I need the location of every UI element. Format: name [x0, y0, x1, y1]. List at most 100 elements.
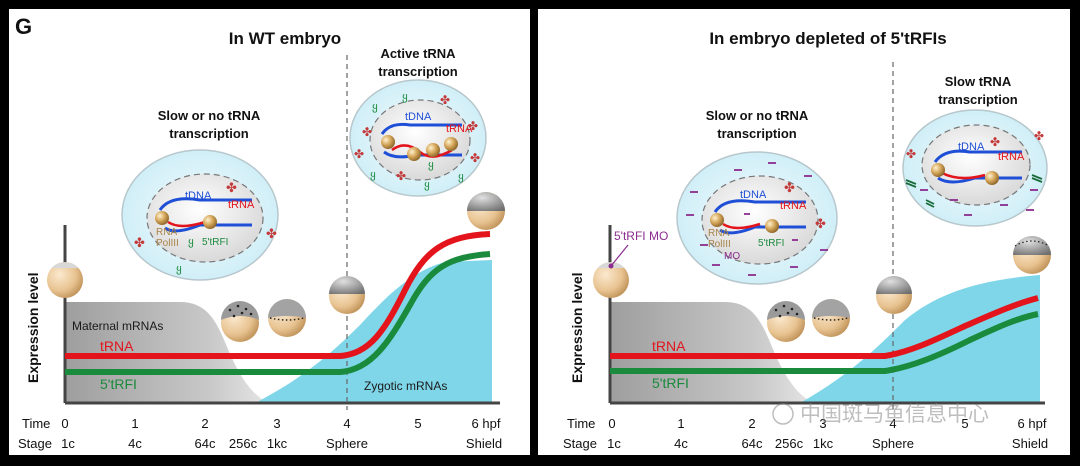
left-cell-caption-line1: Slow or no tRNA — [706, 108, 809, 123]
clover-icon: ✤ — [784, 180, 795, 195]
tdna-label: tDNA — [185, 190, 212, 202]
stage-tick: Shield — [1012, 436, 1048, 451]
clover-icon: ✤ — [1034, 129, 1044, 143]
stage-ticks: 1c 4c 64c 256c 1kc Sphere Shield — [607, 436, 1048, 451]
polIII-label: PolIII — [156, 238, 179, 249]
left-cell-caption-line2: transcription — [717, 126, 797, 141]
clover-icon: ✤ — [470, 151, 480, 165]
watermark: 中国斑马鱼信息中心 — [772, 403, 989, 426]
trna-label: tRNA — [446, 123, 473, 135]
right-cell-caption-line1: Slow tRNA — [945, 74, 1012, 89]
fragment-icon: ყ — [188, 236, 194, 248]
time-tick: 3 — [819, 416, 826, 431]
stage-ticks: 1c 4c 64c 256c 1kc Sphere Shield — [61, 436, 502, 451]
fragment-icon: ყ — [458, 171, 464, 183]
trna-strand — [722, 222, 761, 230]
embryo-shield — [467, 192, 505, 230]
stage-tick: Sphere — [326, 436, 368, 451]
maternal-mrna-area — [65, 302, 270, 403]
polIII-bead — [407, 147, 421, 161]
tRFI-mo-duplex — [905, 174, 1043, 208]
clover-icon: ✤ — [815, 216, 826, 231]
panel-depleted: In embryo depleted of 5'tRFIs Expression… — [563, 29, 1051, 451]
left-cell-caption-line2: transcription — [169, 126, 249, 141]
fragment-icon: ყ — [428, 159, 434, 171]
figure-label: G — [15, 14, 32, 39]
clover-icon: ✤ — [468, 119, 478, 133]
trna-strand — [167, 220, 206, 228]
clover-icon: ✤ — [134, 235, 145, 250]
stage-tick: 4c — [128, 436, 142, 451]
stage-row-label: Stage — [18, 436, 52, 451]
stage-tick: 1c — [607, 436, 621, 451]
maternal-mrna-area — [610, 302, 815, 403]
fragment-icon: ყ — [402, 91, 408, 103]
trna-line-label: tRNA — [652, 338, 686, 354]
tdna-strand — [158, 197, 252, 211]
right-cell-caption-line2: transcription — [378, 64, 458, 79]
time-tick: 2 — [201, 416, 208, 431]
y-axis-label: Expression level — [25, 272, 41, 383]
tRFI-line-label: 5'tRFI — [652, 375, 689, 391]
clover-icon: ✤ — [906, 147, 916, 161]
time-tick: 2 — [748, 416, 755, 431]
fragment-icon: ყ — [424, 179, 430, 191]
right-cell-caption-line2: transcription — [938, 92, 1018, 107]
tRFI-label: 5'tRFI — [758, 238, 784, 249]
embryo-64c — [767, 301, 805, 342]
embryo-sphere — [876, 276, 912, 314]
cell-slow-transcription-mo: tDNA tRNA RNA PolIII 5'tRFI MO ✤ ✤ — [676, 151, 838, 285]
time-tick: 5 — [961, 416, 968, 431]
time-tick: 0 — [61, 416, 68, 431]
mo-dashes — [920, 189, 1038, 216]
stage-tick: Sphere — [872, 436, 914, 451]
embryo-late — [1013, 236, 1051, 274]
clover-icon: ✤ — [362, 125, 372, 139]
time-tick: 3 — [273, 416, 280, 431]
trna-curve — [610, 295, 1039, 359]
tdna-label: tDNA — [405, 111, 432, 123]
trna-curve — [65, 231, 491, 359]
tdna-strand — [933, 149, 1022, 163]
polIII-bead — [444, 137, 458, 151]
polIII-label: PolIII — [708, 239, 731, 250]
stage-tick: Shield — [466, 436, 502, 451]
stage-tick: 64c — [742, 436, 763, 451]
stage-tick: 4c — [674, 436, 688, 451]
trna-line-label: tRNA — [100, 338, 134, 354]
trna-label: tRNA — [228, 199, 255, 211]
tdna-strand — [713, 199, 806, 213]
time-tick: 1 — [131, 416, 138, 431]
time-tick: 6 hpf — [1018, 416, 1047, 431]
clover-icon: ✤ — [354, 147, 364, 161]
rna-label: RNA — [708, 228, 729, 239]
polIII-bead — [931, 163, 945, 177]
cell-active-transcription: tDNA tRNA ✤ ✤ ✤ ✤ ✤ ✤ ყ ყ ყ ყ ყ ყ — [349, 79, 487, 197]
clover-icon: ✤ — [990, 135, 1000, 149]
mo-dashes — [686, 162, 828, 276]
clover-icon: ✤ — [266, 226, 277, 241]
tRFI-curve — [65, 251, 491, 375]
time-ticks: 0 1 2 3 4 5 6 hpf — [608, 416, 1046, 431]
panel-title: In WT embryo — [229, 29, 341, 48]
zygotic-label: Zygotic mRNAs — [364, 379, 447, 393]
left-cell-caption-line1: Slow or no tRNA — [158, 108, 261, 123]
stage-tick: 256c — [229, 436, 258, 451]
trna-strand — [941, 171, 986, 180]
stage-tick: 64c — [195, 436, 216, 451]
polIII-bead — [765, 219, 779, 233]
watermark-text: 中国斑马鱼信息中心 — [800, 403, 989, 426]
embryo-256c — [812, 299, 850, 337]
polIII-bead — [203, 215, 217, 229]
tRFI-curve — [610, 311, 1039, 374]
tdna-label: tDNA — [740, 189, 767, 201]
time-ticks: 0 1 2 3 4 5 6 hpf — [61, 416, 500, 431]
fragment-icon: ყ — [370, 169, 376, 181]
time-row-label: Time — [567, 416, 595, 431]
clover-icon: ✤ — [226, 180, 237, 195]
embryo-1c — [47, 262, 83, 298]
time-tick: 6 hpf — [472, 416, 501, 431]
polIII-bead — [985, 171, 999, 185]
tdna-label: tDNA — [958, 141, 985, 153]
